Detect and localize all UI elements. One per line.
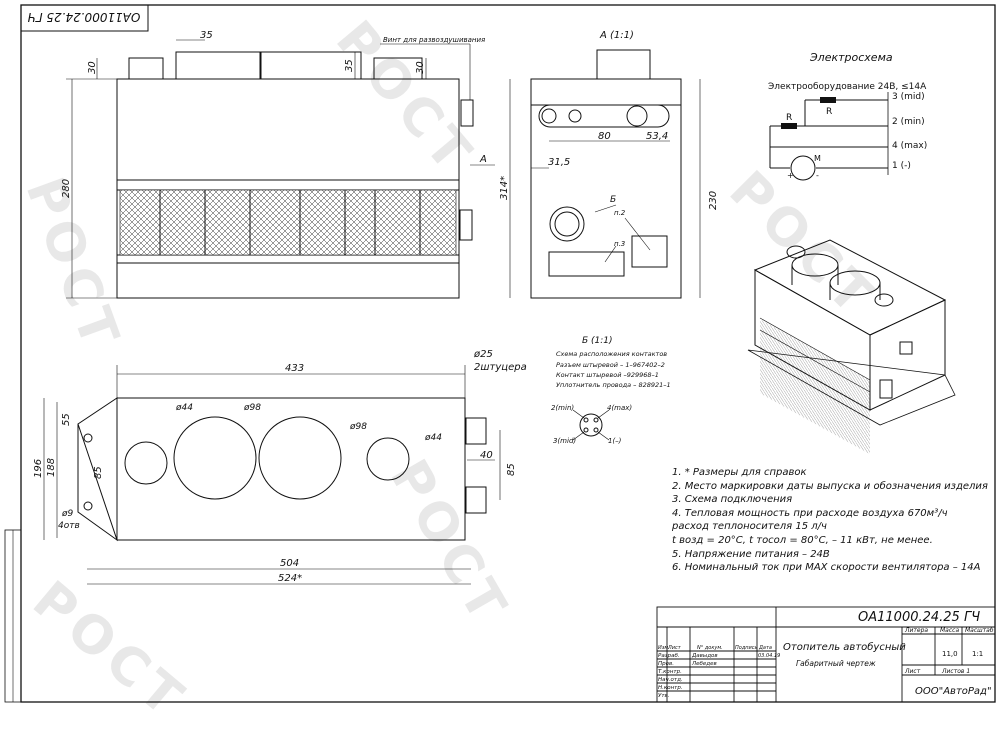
tb-name-1: Лебедев: [691, 661, 717, 667]
dim-524: 524*: [278, 573, 302, 584]
top-stamp: ОА11000.24.25 ГЧ: [28, 10, 141, 24]
dim-98-right: ø98: [349, 422, 367, 432]
dim-40: 40: [480, 450, 493, 461]
pin-4: 4(max): [607, 404, 632, 412]
dim-30-right: 30: [415, 61, 426, 74]
dim-35-mid: 35: [344, 59, 355, 72]
note-2: 2. Место маркировки даты выпуска и обозн…: [672, 480, 988, 492]
dim-53: 53,4: [646, 131, 668, 142]
side-view: [509, 49, 701, 299]
dim-314: 314*: [499, 176, 510, 200]
tb-role-0: Разраб.: [658, 653, 680, 659]
pin-3: 3(mid): [553, 437, 576, 445]
tb-hdr-2: N° докум.: [697, 645, 723, 651]
connector-title: Б (1:1): [582, 336, 613, 346]
dim-230: 230: [708, 191, 719, 210]
note-4b: расход теплоносителя 15 л/ч: [672, 521, 827, 533]
pin-1: 1(–): [608, 437, 622, 445]
dim-80: 80: [598, 131, 611, 142]
drawing-sheet: ОА11000.24.25 ГЧ 35 30 35 3: [4, 4, 996, 703]
mark-p2: п.2: [614, 209, 626, 217]
connector-line-4: Уплотнитель провода – 828921–1: [556, 381, 671, 389]
schematic-title: Электросхема: [809, 51, 893, 64]
tb-hdr-3: Подпись: [735, 645, 758, 651]
section-mark-a: А: [479, 154, 487, 165]
note-3: 3. Схема подключения: [672, 494, 793, 506]
dim-25: ø25: [473, 349, 493, 360]
connector-line-3: Контакт штыревой –929968–1: [556, 371, 659, 379]
tb-list: Лист: [904, 668, 921, 675]
tb-mass-val: 11,0: [942, 650, 958, 658]
tb-name-0: Давыдов: [691, 653, 718, 659]
title-block: [656, 606, 996, 703]
tb-massa: Масса: [940, 627, 959, 634]
schematic-wiring: [769, 92, 889, 181]
tb-company: ООО"АвтоРад": [915, 686, 992, 697]
tb-hdr-0: Изм.: [658, 645, 670, 651]
connector-line-1: Схема расположения контактов: [556, 350, 667, 358]
dim-44-right: ø44: [424, 433, 442, 443]
plan-view: [43, 365, 501, 585]
dim-30-left: 30: [87, 61, 98, 74]
resistor-2: [820, 97, 836, 103]
mark-b: Б: [610, 195, 616, 205]
dim-280: 280: [61, 179, 72, 198]
tb-role-2: Т.контр.: [658, 669, 682, 675]
dim-44-left: ø44: [175, 403, 193, 413]
connector-pinout: [572, 409, 610, 441]
dim-85-left: 85: [93, 466, 104, 479]
motor-label: M: [814, 154, 821, 163]
tb-scale-val: 1:1: [972, 650, 983, 658]
terminal-2: 2 (min): [892, 117, 925, 127]
tb-masshtab: Масштаб: [965, 627, 994, 634]
note-5: 5. Напряжение питания – 24В: [672, 548, 830, 560]
note-6: 6. Номинальный ток при MAX скорости вент…: [672, 562, 981, 574]
dim-188: 188: [46, 458, 57, 477]
dim-85-right: 85: [506, 463, 517, 476]
holes-note: 4отв: [58, 521, 80, 531]
resistor-1: [781, 123, 797, 129]
tb-role-4: Н.контр.: [658, 685, 683, 691]
tb-role-5: Утв.: [658, 693, 670, 699]
terminal-3: 3 (mid): [892, 92, 925, 102]
front-view: [66, 39, 495, 299]
vent-note: Винт для развоздушивания: [383, 36, 485, 44]
note-4c: t возд = 20°С, t тосол = 80°С, – 11 кВт,…: [672, 534, 933, 546]
tb-hdr-1: Лист: [667, 645, 682, 651]
dim-31: 31,5: [548, 157, 570, 168]
minus-label: -: [816, 171, 819, 180]
fittings-note: 2штуцера: [474, 362, 527, 373]
tb-subname: Габаритный чертеж: [796, 659, 876, 668]
dim-98-left: ø98: [243, 403, 261, 413]
tb-hdr-4: Дата: [758, 645, 772, 651]
iso-grille: [760, 319, 870, 455]
tb-date: 03.04.19: [758, 653, 780, 659]
dim-433: 433: [285, 363, 304, 374]
tb-name: Отопитель автобусный: [783, 641, 906, 653]
mark-p3: п.3: [614, 240, 625, 248]
dim-55: 55: [61, 413, 72, 426]
tb-code: ОА11000.24.25 ГЧ: [858, 610, 980, 625]
notes-block: 1. * Размеры для справок 2. Место маркир…: [672, 466, 988, 575]
dim-504: 504: [280, 558, 299, 569]
terminal-4: 4 (max): [892, 141, 927, 151]
tb-lists: Листов 1: [941, 668, 970, 675]
dim-9: ø9: [61, 509, 74, 519]
plus-label: +: [787, 171, 794, 180]
r1-label: R: [786, 113, 792, 123]
tb-role-3: Нач.отд.: [658, 677, 683, 683]
connector-line-2: Разъем штыревой – 1–967402–2: [556, 361, 665, 369]
tb-role-1: Пров.: [658, 661, 674, 667]
terminal-1: 1 (-): [892, 161, 911, 171]
note-1: 1. * Размеры для справок: [672, 467, 807, 478]
side-view-title: А (1:1): [599, 30, 634, 41]
pin-2: 2(min): [551, 404, 574, 412]
r2-label: R: [826, 107, 832, 117]
tb-litera: Литера: [904, 627, 928, 634]
dim-196: 196: [33, 459, 44, 478]
dim-35-top: 35: [200, 30, 213, 41]
note-4: 4. Тепловая мощность при расходе воздуха…: [672, 507, 948, 519]
schematic-subtitle: Электрооборудование 24В, ≤14А: [768, 82, 927, 92]
